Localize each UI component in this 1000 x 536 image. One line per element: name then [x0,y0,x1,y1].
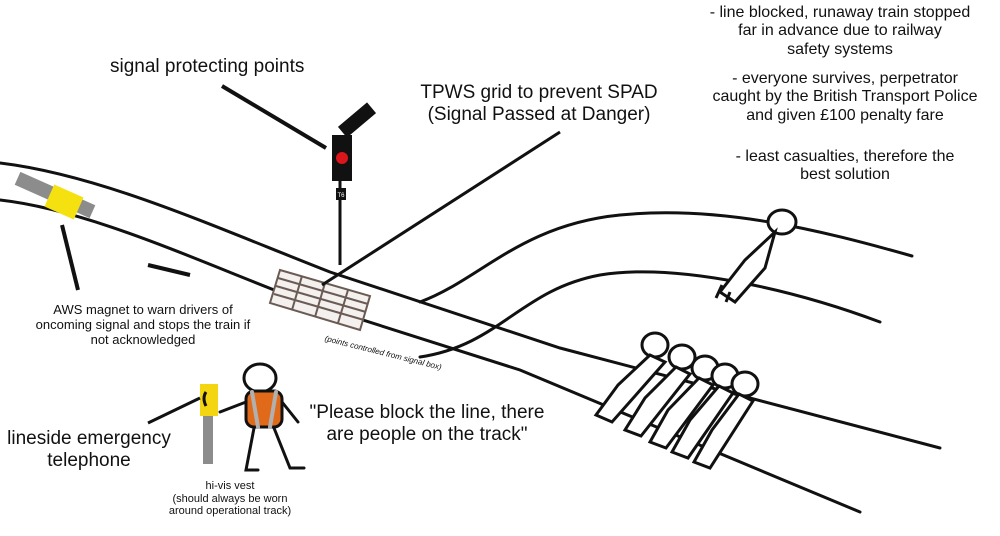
note-3-line2: best solution [800,166,890,184]
worker-quote-line1: "Please block the line, there [309,402,545,423]
note-2-line2: caught by the British Transport Police [712,88,978,106]
tpws-label-line2: (Signal Passed at Danger) [427,103,651,125]
telephone-pointer-line [147,396,201,425]
person-lying-icon [647,354,720,450]
signal-points-label: signal protecting points [110,56,305,77]
telephone-label-line1: lineside emergency [7,428,171,449]
telephone-label-line2: telephone [47,449,131,471]
people-group [593,331,760,470]
aws-label-line2: oncoming signal and stops the train if [35,316,251,332]
tpws-label: TPWS grid to prevent SPAD (Signal Passed… [404,82,674,126]
note-3: - least casualties, therefore the best s… [700,148,990,185]
note-1-line3: safety systems [787,40,893,58]
note-2-line3: and given £100 penalty fare [746,106,944,124]
tpws-pointer-line [321,130,561,287]
aws-label: AWS magnet to warn drivers of oncoming s… [8,302,278,348]
person-lying-icon [691,370,760,470]
person-lying-icon [622,343,697,438]
diverge-rail-lower [418,270,882,359]
worker-quote-line2: are people on the track" [326,423,528,445]
signal-pointer-line [220,84,328,150]
note-1-line2: far in advance due to railway [738,22,942,40]
signal-plate: T6 [337,193,345,199]
person-lying-icon [669,362,740,460]
tpws-label-line1: TPWS grid to prevent SPAD [420,82,658,103]
note-2-line1: - everyone survives, perpetrator [732,70,958,87]
note-2: - everyone survives, perpetrator caught … [690,70,1000,125]
person-lying-icon [714,208,798,304]
signal-icon: T6 [332,102,377,265]
telephone-icon [200,384,218,464]
track-dash [147,263,191,277]
track-rail-upper [0,161,942,450]
worker-quote: "Please block the line, there are people… [292,402,562,446]
telephone-label: lineside emergency telephone [0,428,178,472]
aws-label-line1: AWS magnet to warn drivers of [53,302,233,317]
person-lying-icon [593,331,670,424]
worker-figure-icon [218,362,306,472]
note-1: - line blocked, runaway train stopped fa… [690,4,990,59]
hivis-label: hi-vis vest (should always be worn aroun… [150,480,310,518]
aws-label-line3: not acknowledged [90,331,196,347]
hivis-label-line2: (should always be worn [172,492,288,505]
hivis-label-line1: hi-vis vest [205,480,255,492]
diverging-track [418,211,914,359]
note-1-line1: - line blocked, runaway train stopped [709,4,971,21]
aws-pointer-line [60,224,80,291]
note-3-line1: - least casualties, therefore the [735,148,955,165]
aws-magnet-icon [14,171,96,220]
hivis-label-line3: around operational track) [168,505,292,518]
tpws-grid-icon [268,268,372,332]
diverge-rail-upper [418,211,914,304]
